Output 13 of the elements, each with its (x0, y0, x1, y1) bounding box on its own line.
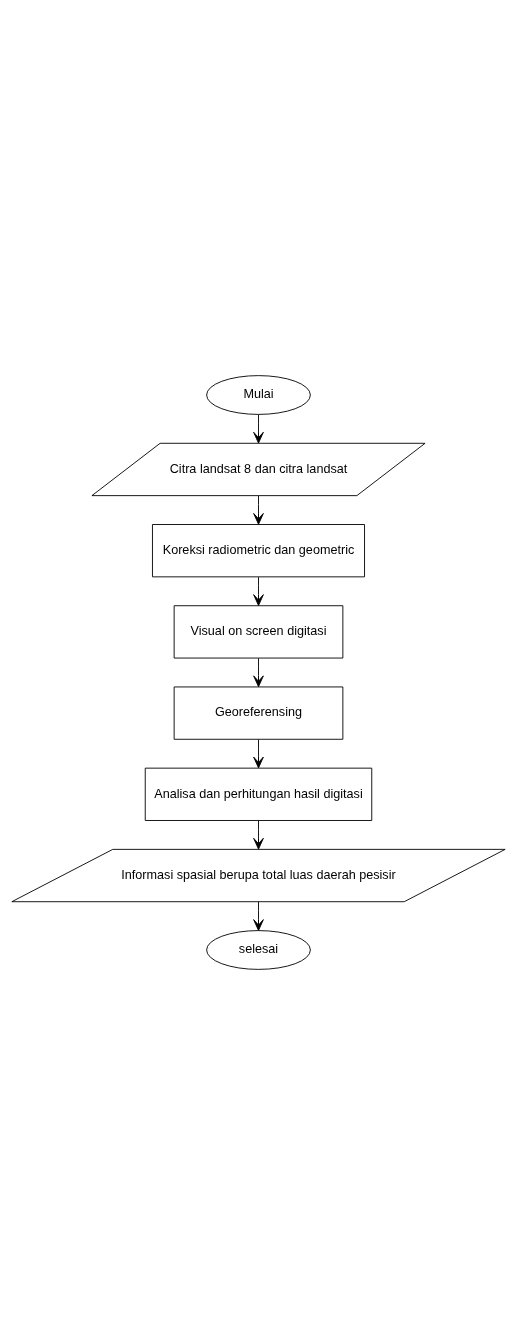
arrow (253, 657, 264, 687)
arrow (253, 819, 264, 850)
arrow (253, 495, 264, 525)
node-box: Georeferensing (173, 686, 344, 740)
node-box: Koreksi radiometric dan geometric (152, 523, 365, 577)
node-box: Analisa dan perhitungan hasil digitasi (144, 767, 373, 821)
node-ellipse: Mulai (206, 374, 311, 415)
arrow (253, 900, 264, 931)
arrow (253, 576, 264, 606)
arrow (253, 413, 264, 443)
arrow (253, 738, 264, 768)
node-ellipse: selesai (206, 929, 311, 970)
node-box: Visual on screen digitasi (173, 604, 344, 658)
